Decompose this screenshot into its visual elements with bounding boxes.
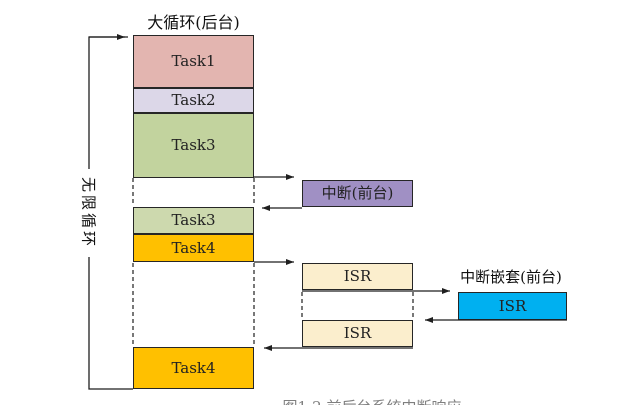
task3-box-first: Task3 <box>133 113 254 178</box>
isr-box-top: ISR <box>302 263 413 290</box>
nested-interrupt-title: 中断嵌套(前台) <box>460 268 562 286</box>
loop-line-bottom <box>88 257 133 390</box>
nested-isr-box: ISR <box>458 292 567 320</box>
figure-caption-cropped: 图1-2 前后台系统中断响应 <box>222 399 522 405</box>
task4-box-second: Task4 <box>133 347 254 389</box>
task1-box: Task1 <box>133 35 254 88</box>
task4-box-first: Task4 <box>133 234 254 262</box>
task3-box-second: Task3 <box>133 207 254 234</box>
big-loop-title: 大循环(后台) <box>147 13 240 32</box>
task2-box: Task2 <box>133 88 254 113</box>
isr-box-bottom: ISR <box>302 320 413 347</box>
infinite-loop-label: 无限循环 <box>80 169 98 257</box>
loop-line-top <box>88 36 128 169</box>
interrupt-foreground-box: 中断(前台) <box>302 180 413 207</box>
